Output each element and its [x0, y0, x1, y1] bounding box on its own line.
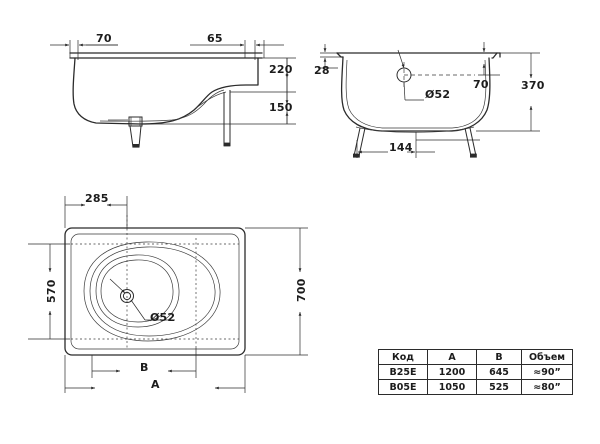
spec-cell-b: 525 [476, 379, 522, 395]
dimension-label-plan-a: A [151, 378, 160, 391]
callout-label-end-diameter52: Ø52 [425, 88, 451, 101]
dimension-label-plan-b: B [140, 361, 149, 374]
spec-cell-volume: ≈80” [521, 379, 573, 395]
spec-table-header-row: Код A B Объем [378, 349, 573, 365]
drain-leg-detail [128, 116, 143, 148]
dimension-label-side-65: 65 [207, 32, 223, 45]
right-support-post [223, 90, 231, 147]
spec-cell-a: 1200 [427, 364, 477, 380]
spec-table-header-a: A [427, 349, 477, 365]
end-section-view [318, 42, 540, 158]
table-row: B05E 1050 525 ≈80” [378, 379, 573, 395]
dimension-label-side-70: 70 [96, 32, 112, 45]
spec-cell-code: B05E [378, 379, 428, 395]
spec-cell-b: 645 [476, 364, 522, 380]
dimension-label-end-70: 70 [473, 78, 489, 91]
dimension-label-plan-570: 570 [45, 279, 58, 303]
spec-table-header-volume: Объем [521, 349, 573, 365]
plan-view [28, 196, 308, 393]
dimension-label-side-220: 220 [269, 63, 293, 76]
table-row: B25E 1200 645 ≈90” [378, 364, 573, 380]
dimension-label-plan-285: 285 [85, 192, 109, 205]
dimension-label-side-150: 150 [269, 101, 293, 114]
spec-cell-volume: ≈90” [521, 364, 573, 380]
spec-table-header-b: B [476, 349, 522, 365]
spec-table: Код A B Объем B25E 1200 645 ≈90” B05E 10… [378, 349, 573, 395]
spec-table-header-code: Код [378, 349, 428, 365]
dimension-label-end-370: 370 [521, 79, 545, 92]
dimension-label-end-28: 28 [314, 64, 330, 77]
spec-cell-a: 1050 [427, 379, 477, 395]
overflow-hole [396, 62, 475, 88]
dimension-label-end-144: 144 [389, 141, 413, 154]
side-elevation-view [50, 40, 296, 148]
callout-label-plan-diameter52: Ø52 [150, 311, 176, 324]
spec-cell-code: B25E [378, 364, 428, 380]
dimension-label-plan-700: 700 [295, 278, 308, 302]
